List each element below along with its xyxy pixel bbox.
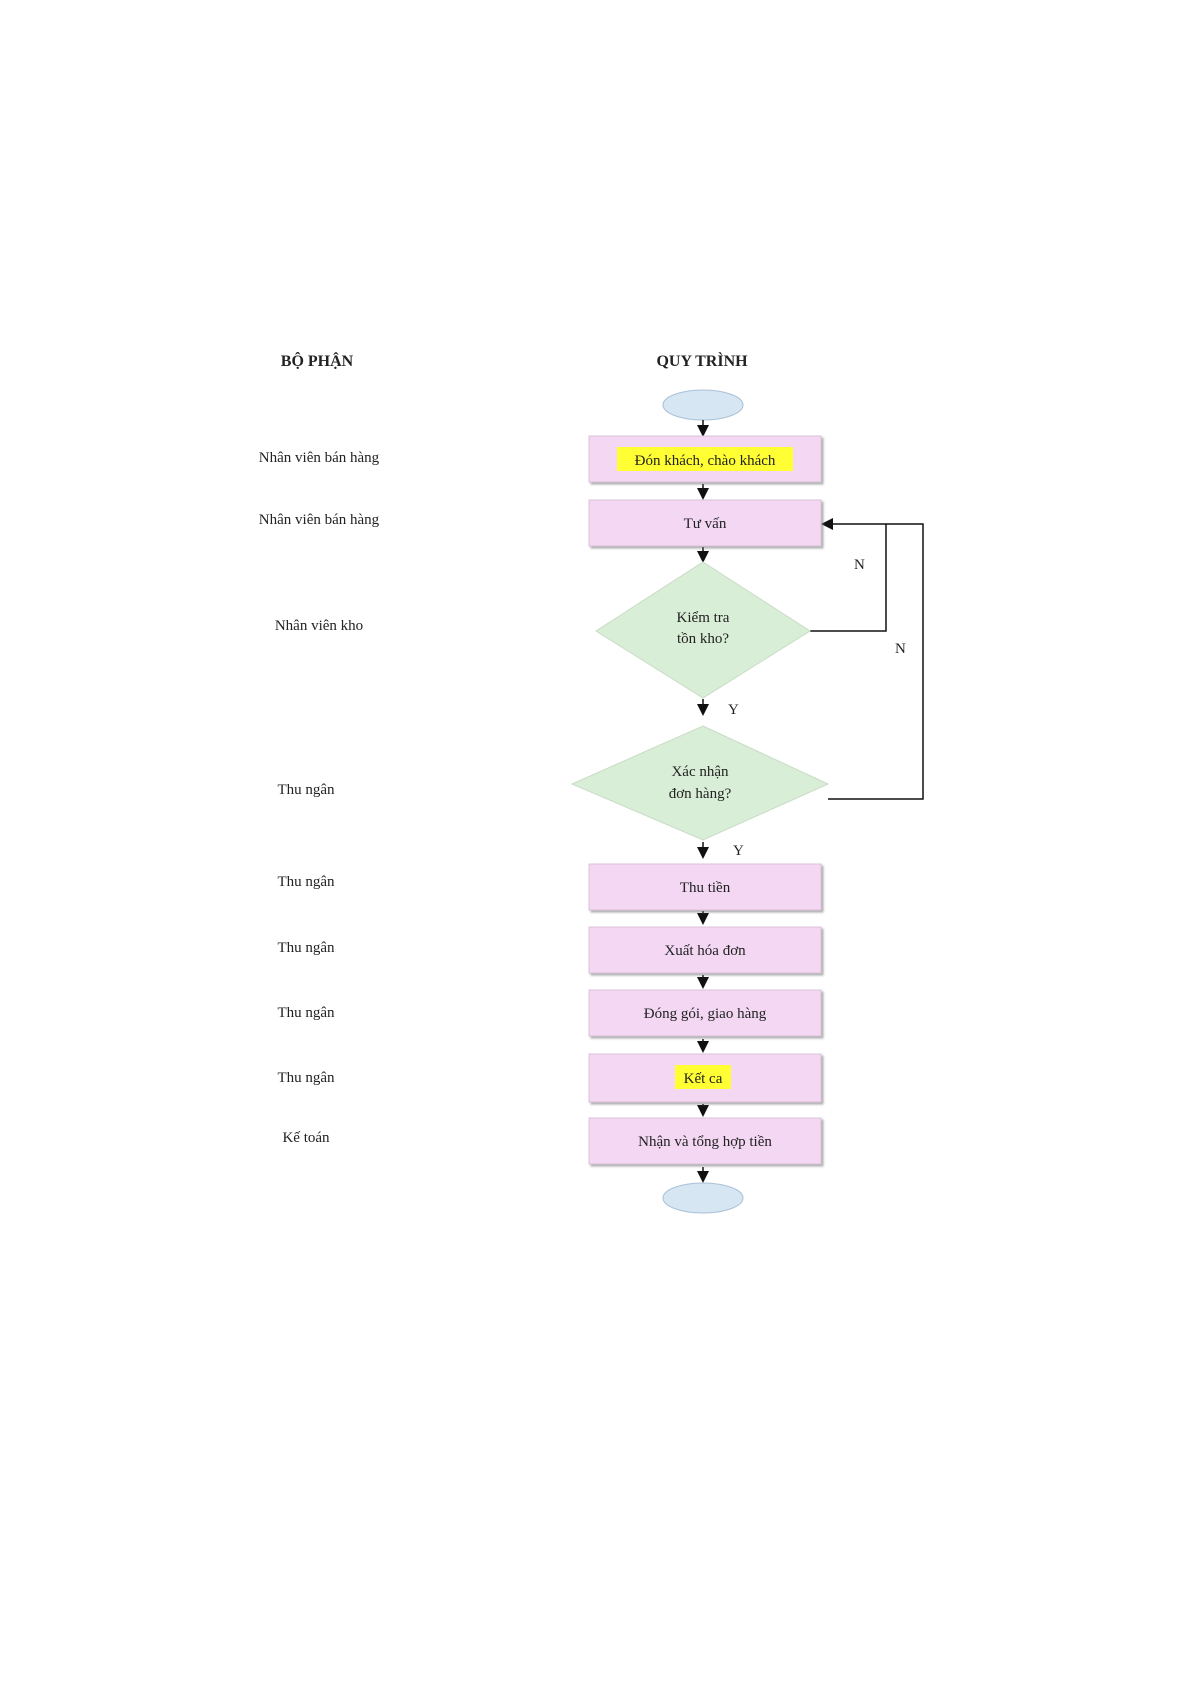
step-pack: Đóng gói, giao hàng (588, 989, 822, 1037)
department-label: Kế toán (282, 1130, 330, 1146)
department-label: Thu ngân (277, 782, 335, 798)
department-label: Nhân viên kho (275, 618, 363, 634)
no-label: N (895, 641, 906, 657)
no-label: N (854, 557, 865, 573)
decision-label: Kiểm tra (677, 610, 730, 626)
step-label: Nhận và tổng hợp tiền (638, 1134, 772, 1150)
step-accounting: Nhận và tổng hợp tiền (588, 1117, 822, 1165)
step-invoice: Xuất hóa đơn (588, 926, 822, 974)
decision-label: đơn hàng? (669, 786, 732, 802)
step-label: Đóng gói, giao hàng (644, 1006, 767, 1022)
yes-label: Y (728, 702, 739, 718)
step-label: Đón khách, chào khách (635, 453, 776, 469)
connectors (697, 420, 924, 1183)
decision-confirm-order: Xác nhận đơn hàng? (570, 725, 830, 841)
step-label: Xuất hóa đơn (664, 943, 746, 959)
start-terminal (662, 389, 744, 421)
end-terminal (662, 1182, 744, 1214)
department-label: Thu ngân (277, 874, 335, 890)
decision-check-stock: Kiểm tra tồn kho? (595, 561, 811, 699)
department-label: Thu ngân (277, 1070, 335, 1086)
step-close-shift: Kết ca (588, 1053, 822, 1103)
process-header: QUY TRÌNH (656, 351, 748, 370)
department-header: BỘ PHẬN (281, 352, 354, 370)
yes-label: Y (733, 843, 744, 859)
department-label: Nhân viên bán hàng (259, 512, 380, 528)
department-label: Thu ngân (277, 1005, 335, 1021)
step-label: Thu tiền (680, 880, 731, 896)
department-label: Thu ngân (277, 940, 335, 956)
step-consult: Tư vấn (588, 499, 822, 547)
decision-label: Xác nhận (671, 764, 729, 780)
step-greet: Đón khách, chào khách (588, 435, 822, 483)
department-label: Nhân viên bán hàng (259, 450, 380, 466)
step-label: Tư vấn (684, 516, 727, 532)
decision-label: tồn kho? (677, 631, 729, 647)
step-label: Kết ca (684, 1071, 723, 1087)
step-collect: Thu tiền (588, 863, 822, 911)
